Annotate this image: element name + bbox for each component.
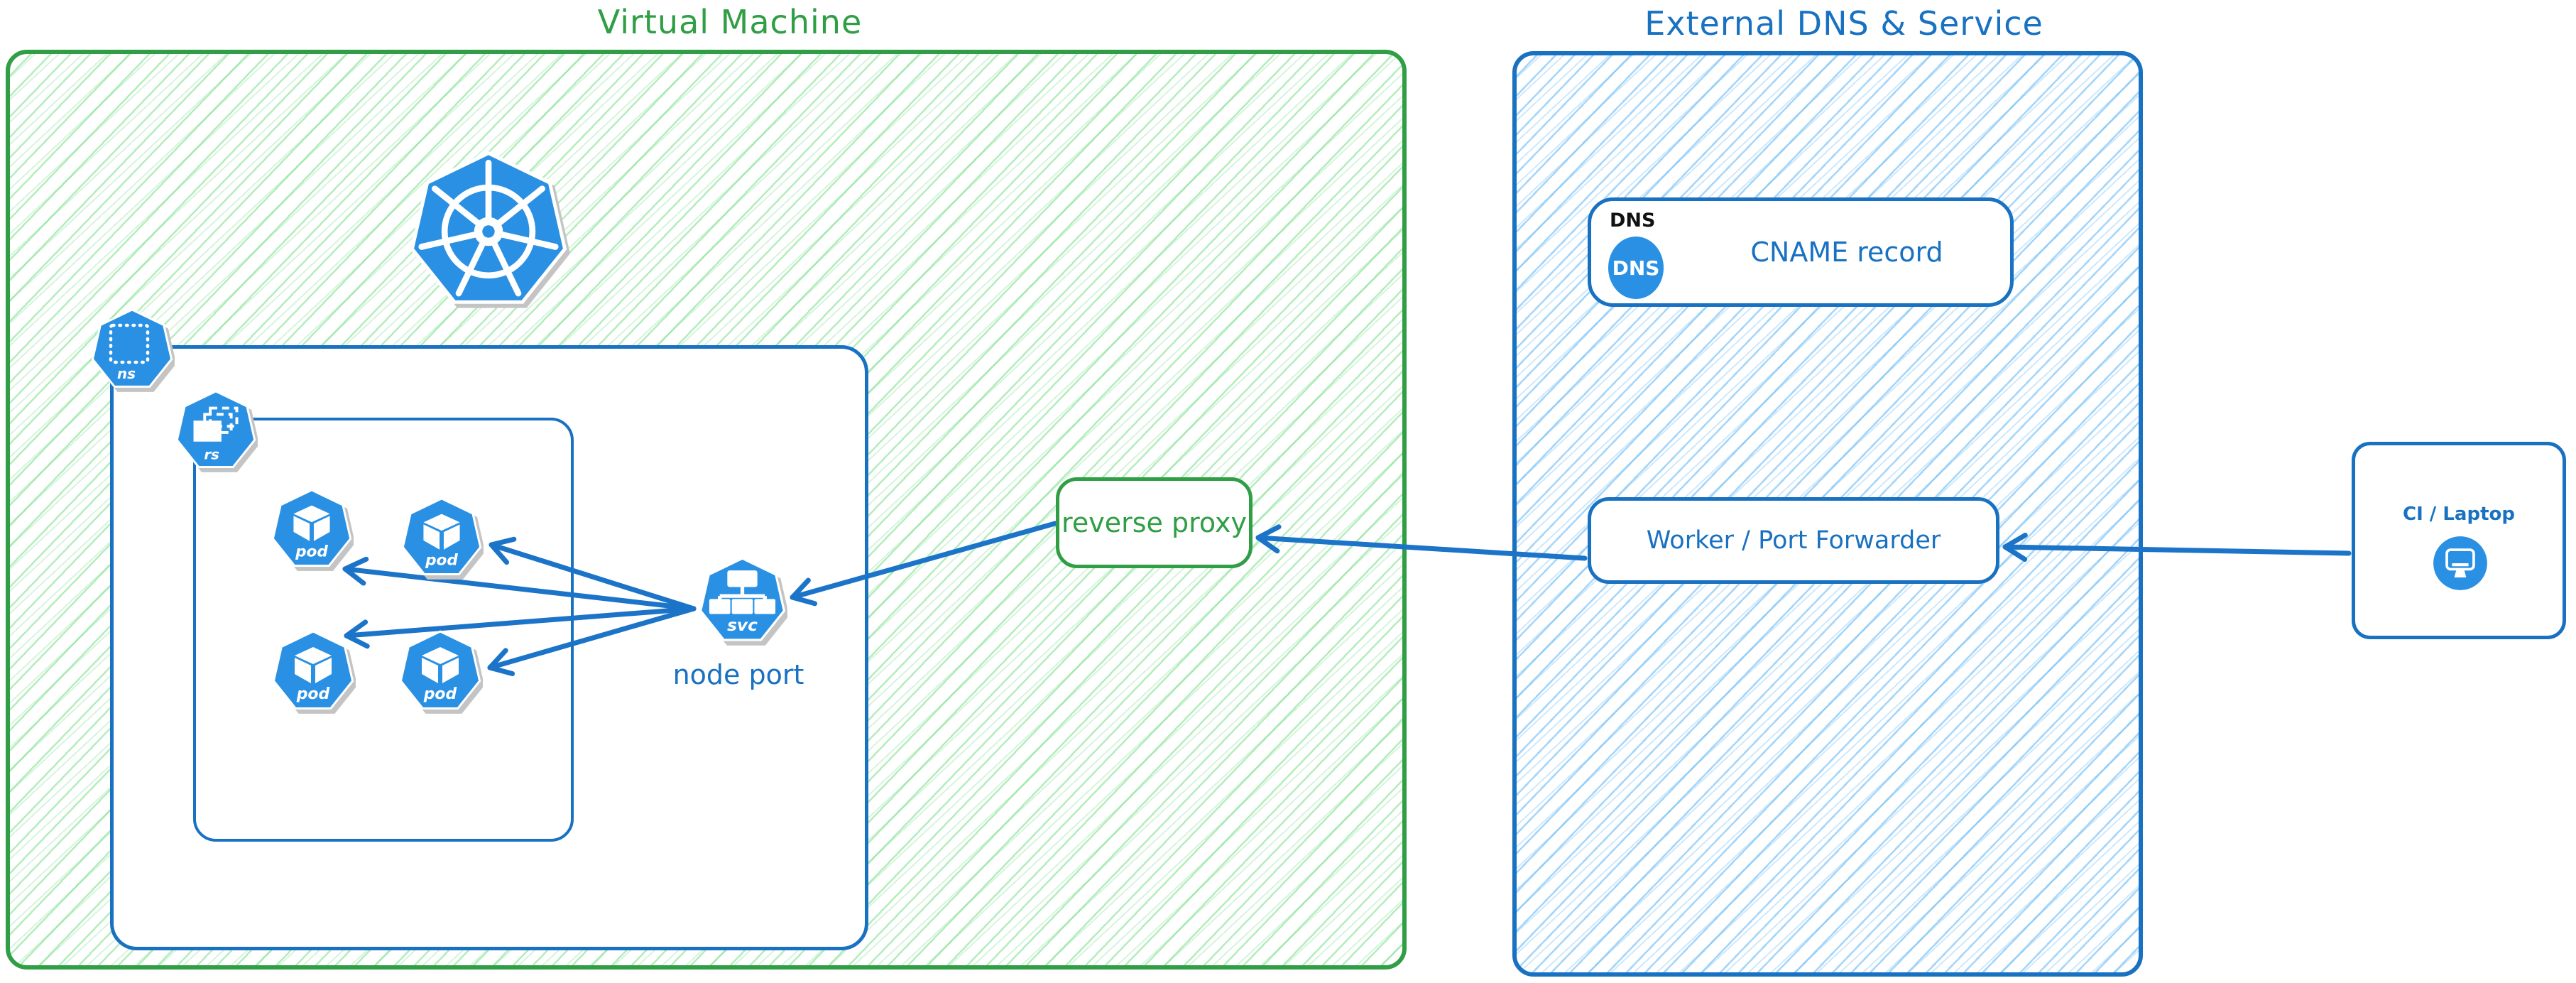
reverse-proxy-label: reverse proxy bbox=[1061, 507, 1247, 538]
monitor-icon bbox=[2433, 536, 2487, 590]
service-icon-label: svc bbox=[727, 616, 758, 635]
reverse-proxy-box: reverse proxy bbox=[1056, 477, 1252, 568]
cname-record-label: CNAME record bbox=[1750, 237, 1943, 268]
worker-port-forwarder-label: Worker / Port Forwarder bbox=[1646, 526, 1941, 555]
replicaset-box bbox=[193, 418, 574, 842]
node-port-caption: node port bbox=[672, 659, 804, 690]
pod-icon: pod bbox=[399, 630, 481, 710]
pod-icon: pod bbox=[272, 630, 354, 710]
worker-port-forwarder-box: Worker / Port Forwarder bbox=[1588, 497, 1999, 584]
pod-icon-label: pod bbox=[425, 551, 458, 569]
pod-icon: pod bbox=[401, 497, 482, 576]
pod-icon-label: pod bbox=[423, 685, 457, 703]
pod-icon: pod bbox=[271, 489, 352, 567]
virtual-machine-title: Virtual Machine bbox=[597, 3, 863, 41]
ci-laptop-label: CI / Laptop bbox=[2403, 504, 2515, 525]
service-icon: svc bbox=[699, 557, 786, 641]
pod-icon-label: pod bbox=[296, 685, 330, 703]
external-dns-title: External DNS & Service bbox=[1644, 4, 2043, 43]
kubernetes-logo-icon bbox=[410, 151, 567, 304]
dns-tag-label: DNS bbox=[1610, 210, 1656, 232]
replicaset-icon: rs bbox=[175, 390, 256, 469]
namespace-icon-label: ns bbox=[117, 365, 136, 382]
replicaset-icon-label: rs bbox=[204, 446, 219, 462]
namespace-icon: ns bbox=[91, 308, 173, 388]
dns-badge-icon: DNS bbox=[1608, 237, 1664, 299]
cname-record-box: DNS DNS CNAME record bbox=[1588, 197, 2014, 307]
pod-icon-label: pod bbox=[295, 543, 328, 560]
dns-badge-label: DNS bbox=[1612, 256, 1660, 280]
ci-laptop-box: CI / Laptop bbox=[2352, 442, 2566, 639]
